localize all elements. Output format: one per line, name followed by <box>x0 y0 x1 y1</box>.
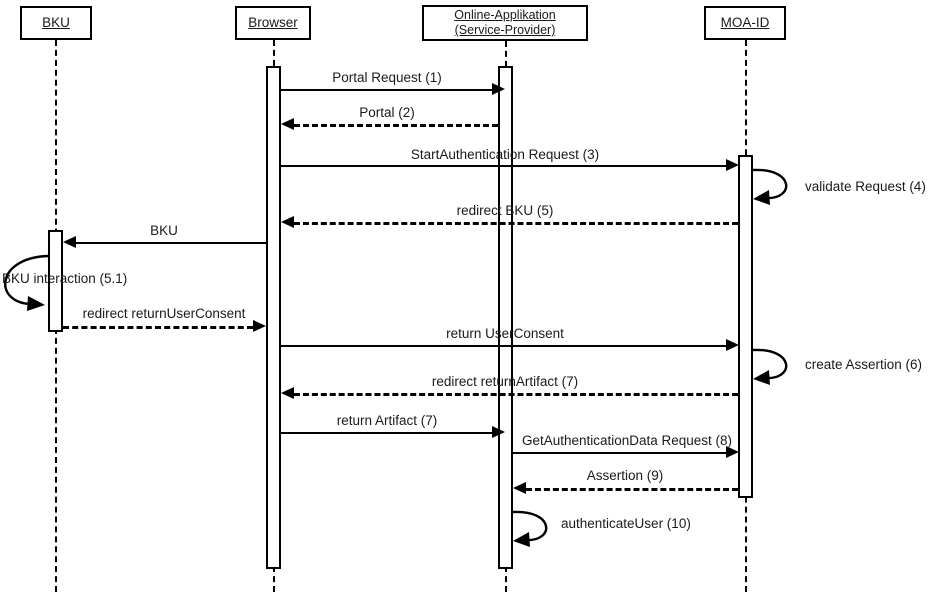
participant-bku[interactable]: BKU <box>20 6 92 40</box>
arrow-head-portal-request <box>492 83 505 95</box>
arrow-head-redirect-returnartifact <box>281 387 294 399</box>
participant-bku-label: BKU <box>42 14 70 30</box>
arrow-head-return-artifact <box>492 426 505 438</box>
message-line-redirect-bku <box>294 222 738 225</box>
message-line-redirect-returnuserconsent <box>63 326 253 329</box>
participant-browser-label: Browser <box>248 14 298 30</box>
message-label-redirect-returnuserconsent: redirect returnUserConsent <box>82 306 246 321</box>
message-line-redirect-returnartifact <box>294 393 738 396</box>
arrow-head-portal <box>281 118 294 130</box>
arrow-head-bku <box>63 236 76 248</box>
participant-online-applikation[interactable]: Online-Applikation (Service-Provider) <box>422 5 588 41</box>
message-label-bku-interaction: BKU interaction (5.1) <box>2 271 128 286</box>
self-message-authenticateuser <box>512 508 568 547</box>
participant-online-applikation-label: Online-Applikation (Service-Provider) <box>454 8 556 37</box>
participant-browser[interactable]: Browser <box>235 6 311 40</box>
message-label-authenticateuser: authenticateUser (10) <box>561 516 691 531</box>
message-label-return-artifact: return Artifact (7) <box>336 413 438 428</box>
arrow-head-redirect-bku <box>281 216 294 228</box>
message-line-bku <box>76 242 266 244</box>
participant-moa-id-label: MOA-ID <box>720 14 770 30</box>
message-label-create-assertion: create Assertion (6) <box>805 357 923 372</box>
activation-bar-browser <box>266 66 281 569</box>
message-label-redirect-returnartifact: redirect returnArtifact (7) <box>431 374 579 389</box>
activation-bar-bku <box>48 230 63 332</box>
activation-bar-moa-id <box>738 155 753 498</box>
message-line-startauthentication-request <box>281 165 732 167</box>
message-label-portal-request: Portal Request (1) <box>332 70 442 85</box>
message-label-return-userconsent: return UserConsent <box>446 326 564 341</box>
message-label-getauthenticationdata-request: GetAuthenticationData Request (8) <box>521 433 733 448</box>
message-line-getauthenticationdata-request <box>513 452 732 454</box>
message-label-startauthentication-request: StartAuthentication Request (3) <box>410 147 600 162</box>
message-label-redirect-bku: redirect BKU (5) <box>456 203 554 218</box>
arrow-head-getauthenticationdata-request <box>726 446 739 458</box>
participant-moa-id[interactable]: MOA-ID <box>704 6 786 40</box>
message-line-return-userconsent <box>281 345 732 347</box>
self-message-create-assertion <box>752 346 808 385</box>
message-line-portal <box>294 124 498 127</box>
message-line-assertion <box>526 488 738 491</box>
arrow-head-redirect-returnuserconsent <box>253 320 266 332</box>
arrow-head-return-userconsent <box>726 339 739 351</box>
message-label-validate-request: validate Request (4) <box>805 179 926 194</box>
self-message-validate-request <box>752 166 808 205</box>
message-label-assertion: Assertion (9) <box>586 468 664 483</box>
self-message-bku-interaction <box>0 252 52 312</box>
activation-bar-online-applikation <box>498 66 513 569</box>
message-line-return-artifact <box>281 432 492 434</box>
message-line-portal-request <box>281 89 492 91</box>
arrow-head-assertion <box>513 482 526 494</box>
message-label-portal: Portal (2) <box>359 105 415 120</box>
arrow-head-startauthentication-request <box>726 159 739 171</box>
message-label-bku: BKU <box>150 223 178 238</box>
